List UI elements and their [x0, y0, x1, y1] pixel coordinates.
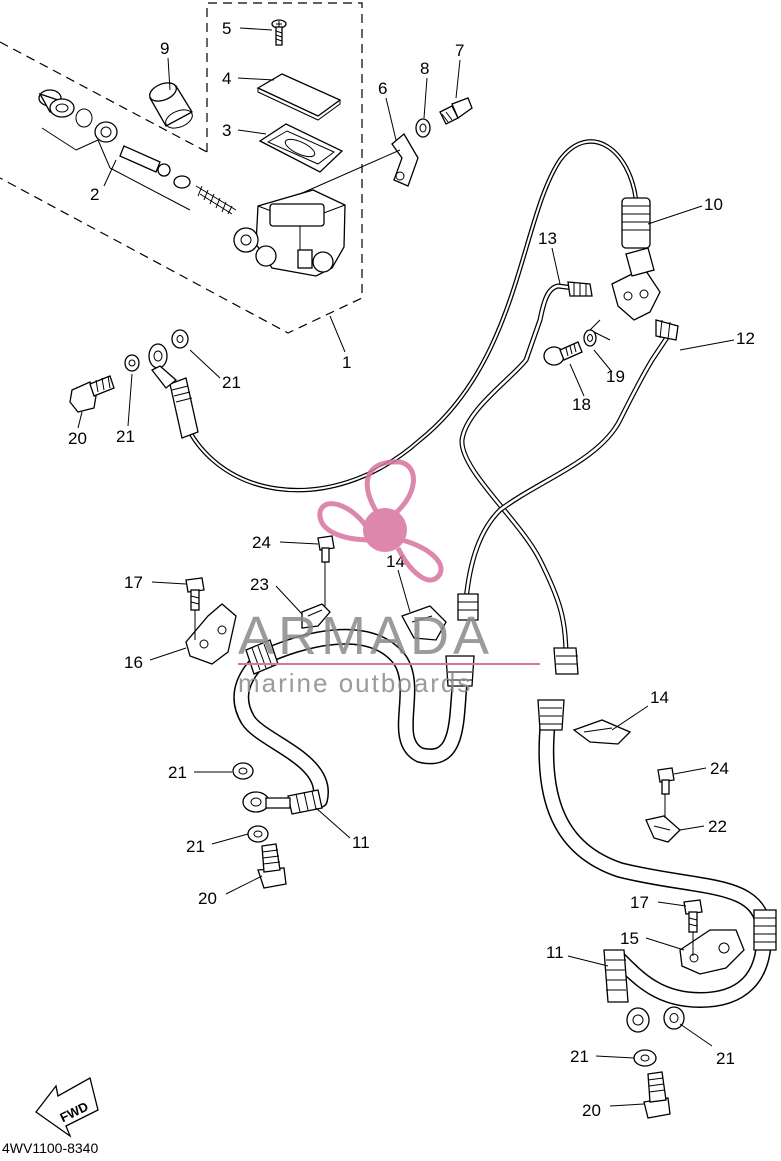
brake-hose-right — [537, 699, 777, 1033]
callout-11-left: 11 — [352, 833, 370, 852]
callout-21-c: 21 — [168, 763, 187, 782]
callout-21-a: 21 — [222, 373, 241, 392]
dust-boot — [149, 82, 193, 129]
callout-14-right: 14 — [650, 688, 669, 707]
clamp-14-left — [401, 605, 447, 641]
callout-1: 1 — [342, 353, 351, 372]
callout-20-bottom: 20 — [582, 1101, 601, 1120]
callout-12: 12 — [736, 329, 755, 348]
leader-lines — [77, 27, 735, 1107]
callout-4: 4 — [222, 69, 231, 88]
callout-2: 2 — [90, 185, 99, 204]
piston-kit — [38, 89, 237, 215]
clamp-23 — [301, 603, 331, 629]
callout-7: 7 — [455, 41, 464, 60]
bolt-17-left — [185, 577, 205, 640]
washer-8 — [415, 118, 431, 138]
callout-3: 3 — [222, 121, 231, 140]
callout-15: 15 — [620, 929, 639, 948]
watermark-tagline: marine outboards — [238, 668, 472, 698]
callout-11-right: 11 — [546, 943, 564, 962]
reservoir-diaphragm — [258, 123, 344, 173]
callout-20-middle: 20 — [198, 889, 217, 908]
callout-5: 5 — [222, 19, 231, 38]
callout-21-d: 21 — [186, 837, 205, 856]
clamp-22 — [645, 815, 681, 843]
callout-21-f: 21 — [570, 1047, 589, 1066]
callout-6: 6 — [378, 79, 387, 98]
reservoir-cap — [256, 73, 342, 121]
callout-24-left: 24 — [252, 533, 271, 552]
callout-17-left: 17 — [124, 573, 143, 592]
armada-watermark-logo — [317, 459, 444, 583]
bolt-18 — [543, 341, 583, 366]
bracket-16 — [185, 603, 237, 665]
master-cylinder-body — [233, 189, 346, 277]
bolt-17-right — [683, 899, 703, 956]
clamp-14-right — [572, 719, 632, 745]
washer-19 — [583, 329, 597, 347]
brake-pipe-12 — [457, 319, 679, 621]
callout-24-right: 24 — [710, 759, 729, 778]
union-bolts-20 — [69, 375, 671, 1119]
bolt-24-left — [317, 535, 335, 606]
callout-16: 16 — [124, 653, 143, 672]
callout-19: 19 — [606, 367, 625, 386]
callout-20-top: 20 — [68, 429, 87, 448]
callout-8: 8 — [420, 59, 429, 78]
callout-10: 10 — [704, 195, 723, 214]
callout-18: 18 — [572, 395, 591, 414]
callout-labels: 1 2 3 4 5 6 7 8 9 10 11 11 12 13 14 14 1… — [68, 19, 755, 1120]
callout-21-e: 21 — [716, 1049, 735, 1068]
callout-17-right: 17 — [630, 893, 649, 912]
brake-pipe-13 — [459, 281, 593, 675]
drawing-code: 4WV1100-8340 — [2, 1140, 98, 1156]
bracket-15 — [679, 929, 745, 975]
cap-screw — [271, 19, 287, 46]
callout-13: 13 — [538, 229, 557, 248]
master-cylinder-assembly-outline — [0, 2, 363, 353]
watermark-brand: ARMADA — [238, 606, 493, 666]
bolt-24-right — [657, 767, 675, 818]
fwd-arrow: FWD — [35, 1077, 99, 1138]
three-way-joint — [589, 247, 661, 341]
callout-21-b: 21 — [116, 427, 135, 446]
callout-23: 23 — [250, 575, 269, 594]
callout-9: 9 — [160, 39, 169, 58]
callout-22: 22 — [708, 817, 727, 836]
propeller-icon — [317, 459, 444, 583]
hose-joint — [299, 133, 419, 195]
brake-hose-left — [233, 628, 475, 815]
bolt-7 — [439, 97, 473, 125]
washers-21 — [124, 329, 685, 1067]
brake-hose-upper — [148, 139, 651, 493]
